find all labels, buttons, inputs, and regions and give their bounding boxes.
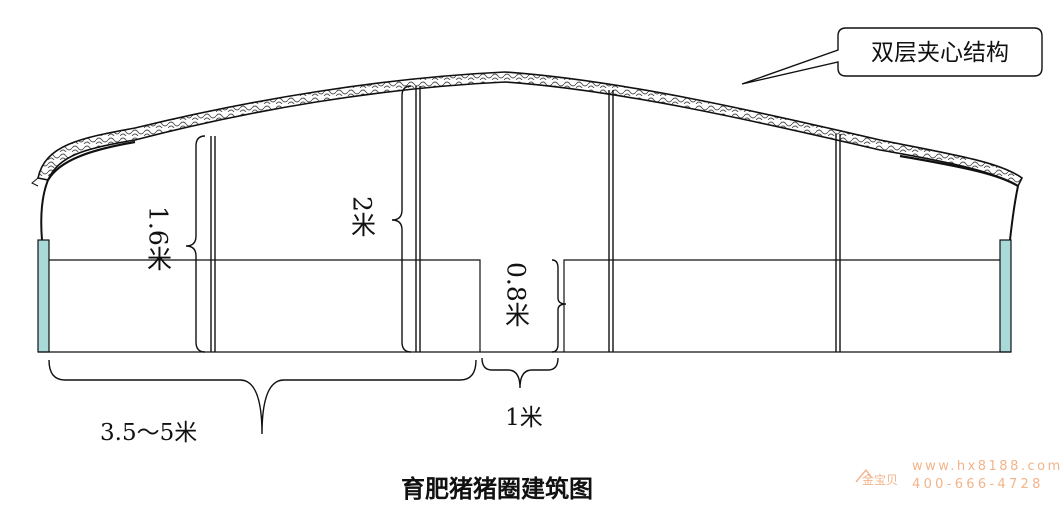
watermark-logo-icon	[855, 468, 873, 483]
brace-1m	[481, 357, 559, 389]
watermark-phone: 400-666-4728	[912, 477, 1044, 492]
watermark: 金宝贝 www.hx8188.com 400-666-4728	[855, 459, 1063, 492]
right-wall	[999, 239, 1012, 353]
figure-caption: 育肥猪猪圈建筑图	[401, 475, 593, 503]
brace-1-6m	[185, 135, 206, 353]
brace-3-5-5m	[48, 359, 477, 435]
label-wall-height: 1.6米	[144, 206, 173, 271]
watermark-brand: 金宝贝	[862, 472, 898, 487]
callout-label: 双层夹心结构	[871, 40, 1009, 66]
support-posts	[210, 86, 841, 352]
brace-0-8m	[551, 259, 567, 353]
brace-2m	[391, 85, 412, 353]
left-wall	[37, 239, 50, 353]
pen-floor	[38, 259, 1011, 353]
dimension-braces	[48, 85, 567, 435]
label-pen-width: 3.5～5米	[100, 420, 197, 446]
eaves	[40, 179, 1019, 241]
watermark-url: www.hx8188.com	[912, 459, 1063, 474]
label-aisle-width: 1米	[505, 405, 543, 431]
label-trough-depth: 0.8米	[502, 262, 531, 327]
callout-box: 双层夹心结构	[741, 27, 1043, 85]
roof-sandwich-layer	[31, 71, 1024, 188]
label-center-height: 2米	[348, 196, 377, 237]
